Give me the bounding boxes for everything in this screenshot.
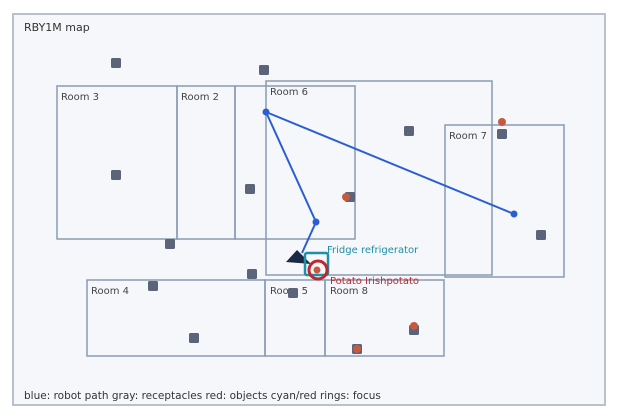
robot-path-waypoint: [312, 218, 320, 226]
focus-object-marker: [313, 266, 321, 274]
receptacle-marker: [404, 126, 414, 136]
map-legend: blue: robot path gray: receptacles red: …: [24, 390, 381, 402]
focus-receptacle-label: Fridge refrigerator: [327, 245, 419, 256]
room-6-outline: [265, 80, 493, 276]
object-marker: [342, 193, 350, 201]
room-label: Room 7: [449, 131, 487, 142]
receptacle-marker: [497, 129, 507, 139]
receptacle-marker: [148, 281, 158, 291]
receptacle-marker: [111, 58, 121, 68]
room-8-outline: [324, 279, 445, 357]
room-label: Room 2: [181, 92, 219, 103]
map-title: RBY1M map: [24, 21, 90, 34]
robot-path-segment: [265, 111, 515, 215]
map-panel: [12, 13, 606, 406]
focus-object-label: Potato Irishpotato: [330, 276, 419, 287]
room-6-inner-outline: [234, 85, 356, 240]
receptacle-marker: [165, 239, 175, 249]
receptacle-marker: [111, 170, 121, 180]
receptacle-marker: [245, 184, 255, 194]
focus-receptacle-ring: [303, 251, 330, 277]
object-marker: [353, 345, 361, 353]
robot-path-waypoint: [262, 108, 270, 116]
room-label: Room 6: [270, 87, 308, 98]
receptacle-marker: [536, 230, 546, 240]
object-marker: [498, 118, 506, 126]
robot-path-segment: [265, 111, 317, 223]
receptacle-marker: [288, 288, 298, 298]
object-marker: [410, 322, 418, 330]
room-7-outline: [444, 124, 565, 278]
room-label: Room 3: [61, 92, 99, 103]
room-label: Room 4: [91, 286, 129, 297]
focus-object-ring: [307, 259, 329, 281]
robot-path-waypoint: [510, 210, 518, 218]
receptacle-marker: [189, 333, 199, 343]
room-3-outline: [56, 85, 178, 240]
room-label: Room 8: [330, 286, 368, 297]
receptacle-marker: [259, 65, 269, 75]
receptacle-marker: [247, 269, 257, 279]
room-2-outline: [176, 85, 236, 240]
robot-path-segment: [301, 221, 317, 254]
